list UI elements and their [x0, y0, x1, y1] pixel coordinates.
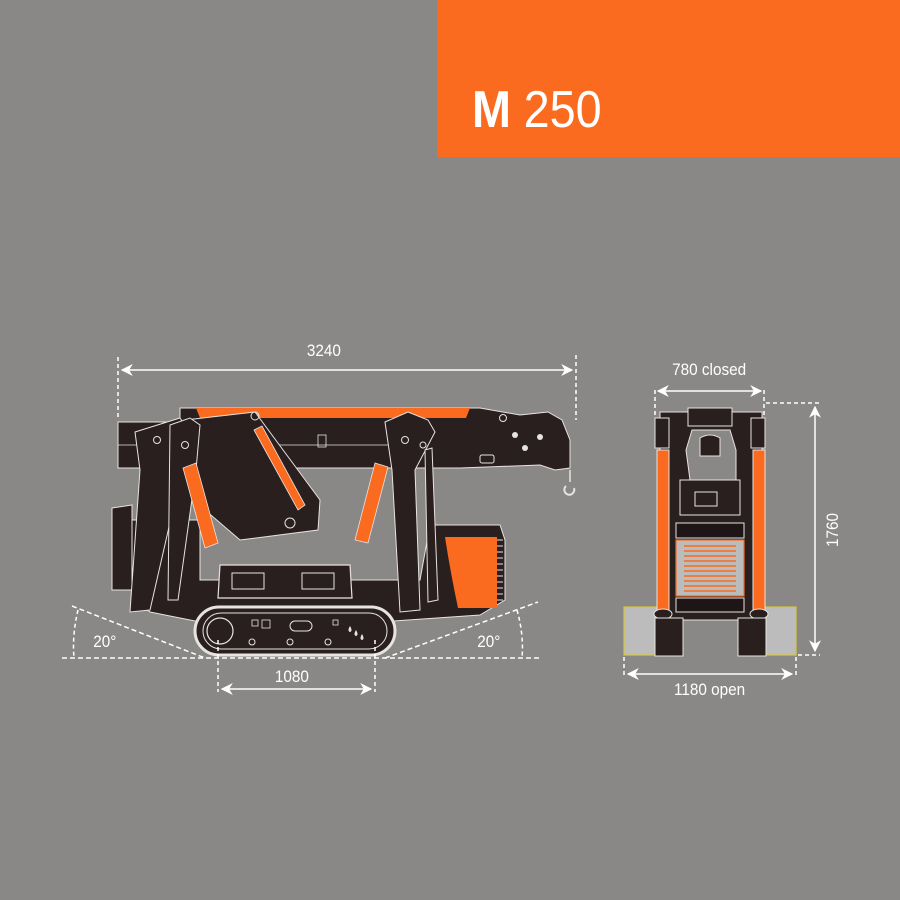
- outrigger-cylinder-right: [354, 462, 389, 544]
- model-number: 250: [523, 81, 602, 139]
- front-track-right: [737, 617, 767, 657]
- height-label: 1760: [822, 512, 842, 548]
- front-cylinder-left: [656, 449, 670, 611]
- front-view-dimensions: [623, 385, 821, 680]
- open-width-label: 1180 open: [673, 680, 746, 699]
- outrigger-arm-right: [384, 411, 436, 613]
- angle-left-label: 20°: [93, 632, 117, 651]
- closed-width-label: 780 closed: [672, 360, 747, 379]
- radiator-grille: [675, 539, 745, 597]
- lift-cylinder: [253, 425, 306, 511]
- model-letter: M: [472, 81, 511, 139]
- side-view-crane: [111, 407, 576, 657]
- front-cylinder-right: [752, 449, 766, 611]
- front-track-left: [654, 617, 684, 657]
- engine-cover: [445, 537, 497, 608]
- front-view-crane: [623, 407, 797, 657]
- angle-right-label: 20°: [477, 632, 501, 651]
- hook-icon: [563, 470, 576, 496]
- side-view-dimensions: [62, 355, 577, 695]
- overall-length-label: 3240: [306, 341, 341, 360]
- outrigger-cylinder-left: [182, 462, 219, 549]
- crawler-track: [193, 605, 397, 657]
- track-length-label: 1080: [274, 667, 309, 686]
- grille-slats: [684, 545, 736, 592]
